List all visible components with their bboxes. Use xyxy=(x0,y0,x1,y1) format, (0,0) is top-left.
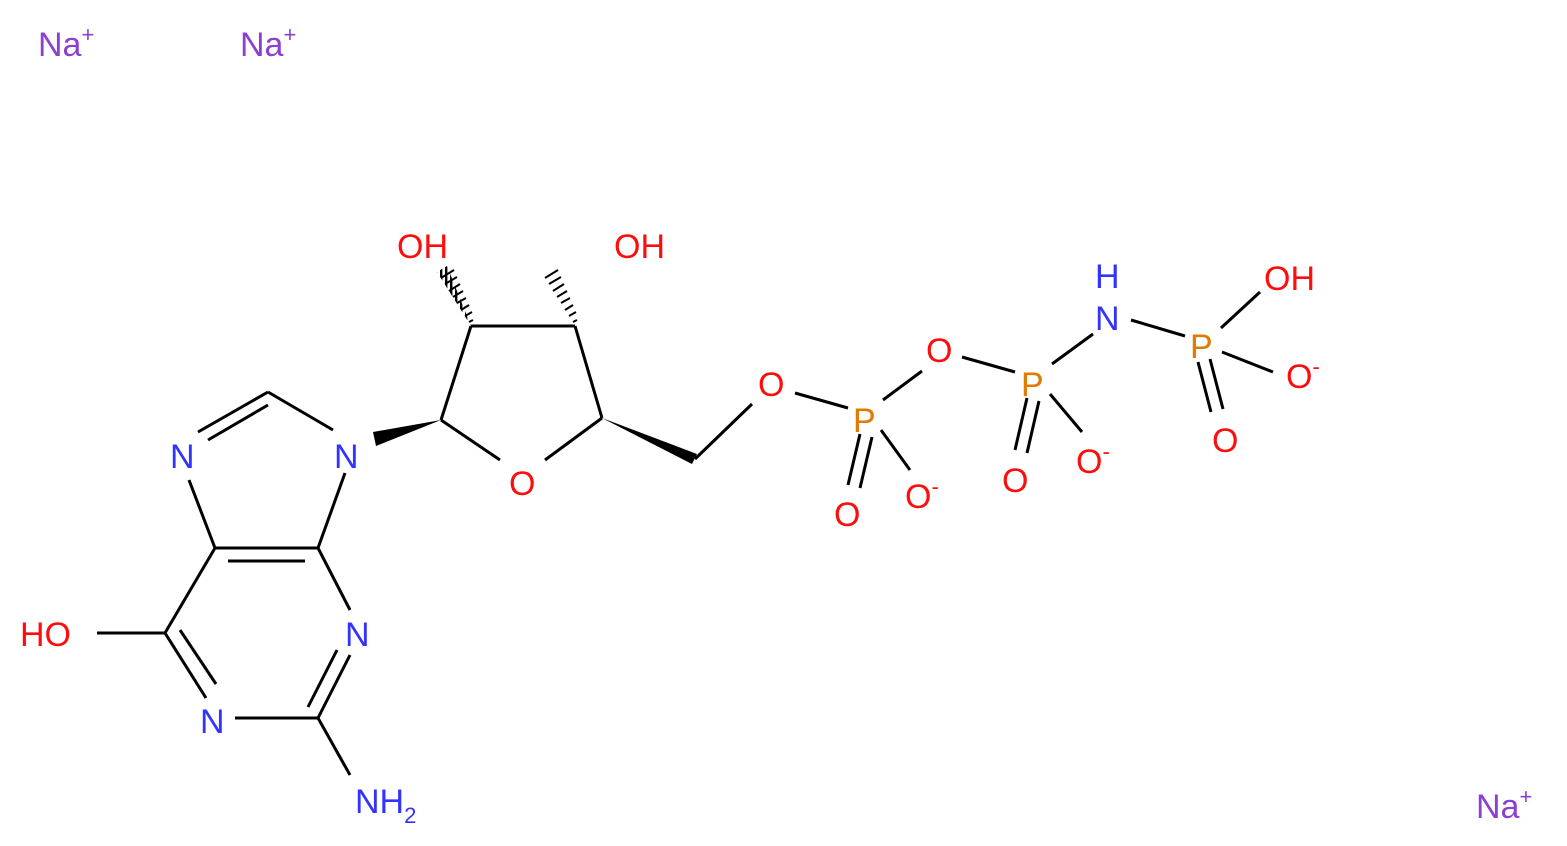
bond-n1-c6-b xyxy=(178,629,218,685)
ribose-ring-oxygen: O xyxy=(509,465,535,503)
purine-c6-hydroxyl: HO xyxy=(20,616,71,654)
bridge-oxygen: O xyxy=(926,332,952,370)
bond-n7-c5 xyxy=(187,479,217,549)
bond-c5-esterO xyxy=(693,402,754,461)
wedge-c4-c5 xyxy=(602,418,697,464)
sodium-ion-2: Na+ xyxy=(240,22,296,64)
bond-Pbeta-Ominus xyxy=(1048,393,1084,433)
bond-Pbeta-NH xyxy=(1051,332,1094,366)
sodium-ion-3: Na+ xyxy=(1476,784,1532,826)
bond-c8-n7-a xyxy=(197,390,269,434)
bond-n3-c2-a xyxy=(316,654,352,719)
bond-esterO-Palpha xyxy=(794,391,849,410)
purine-n1: N xyxy=(200,703,225,741)
imido-nitrogen-hydrogen: H xyxy=(1095,258,1120,296)
phosphorus-gamma: P xyxy=(1190,328,1213,366)
wedge-c1-n9 xyxy=(373,420,441,446)
hash-wedge-c2-oh-lines xyxy=(440,269,474,323)
phosphorus-alpha-oxide: O- xyxy=(905,474,939,516)
phosphorus-beta: P xyxy=(1021,366,1044,404)
phosphorus-gamma-double-oxygen: O xyxy=(1212,422,1238,460)
phosphorus-alpha-double-oxygen: O xyxy=(834,496,860,534)
bond-ringO-c4 xyxy=(544,416,603,462)
amino-group: NH2 xyxy=(355,783,416,828)
bond-Pbeta-dblO-b xyxy=(1025,400,1041,454)
bond-c4-c3 xyxy=(573,325,604,419)
phosphorus-beta-double-oxygen: O xyxy=(1002,462,1028,500)
hash-wedge-c3-oh-lines xyxy=(544,269,578,323)
bond-n9-c4 xyxy=(316,472,347,549)
sodium-ion-1: Na+ xyxy=(38,22,94,64)
phosphorus-gamma-hydroxyl: OH xyxy=(1264,260,1315,298)
bond-Palpha-Ominus xyxy=(879,429,912,471)
purine-n9: N xyxy=(334,438,359,476)
bonds xyxy=(97,266,1274,776)
ribose-c2-hydroxyl: OH xyxy=(397,228,448,266)
bond-c8-n7-b xyxy=(207,403,269,442)
phosphorus-beta-oxide: O- xyxy=(1076,439,1110,481)
bond-Palpha-dblO-a xyxy=(846,433,862,486)
bond-bridgeO-Pbeta xyxy=(961,355,1016,374)
bond-Pgamma-dblO-a xyxy=(1196,361,1213,413)
bond-c2-nh2 xyxy=(316,717,352,776)
bond-Palpha-bridgeO xyxy=(882,369,923,402)
ester-oxygen: O xyxy=(758,366,784,404)
bond-Pbeta-dblO-a xyxy=(1013,397,1029,451)
phosphorus-alpha: P xyxy=(853,402,876,440)
ribose-c3-hydroxyl: OH xyxy=(614,228,665,266)
imido-nitrogen: N xyxy=(1095,300,1120,338)
bond-Pgamma-dblO-b xyxy=(1208,358,1225,410)
bond-c1-ringO xyxy=(440,418,501,462)
bond-Palpha-dblO-b xyxy=(858,436,874,489)
bond-n3-c2-b xyxy=(306,649,339,708)
bond-n1-c6-a xyxy=(163,632,208,699)
bond-c6-c5 xyxy=(163,547,217,634)
purine-n7: N xyxy=(170,438,195,476)
bond-n9-c8 xyxy=(267,390,334,432)
bond-c2-c1 xyxy=(439,325,473,421)
phosphorus-gamma-oxide: O- xyxy=(1286,354,1320,396)
bond-Pgamma-Ominus xyxy=(1221,350,1274,374)
bond-NH-Pgamma xyxy=(1130,318,1186,338)
purine-n3: N xyxy=(345,616,370,654)
bond-c4-n3 xyxy=(316,547,352,611)
bond-Pgamma-OH xyxy=(1219,290,1262,330)
atom-labels: Na+ Na+ Na+ OH OH O O O P O O- P O O- H … xyxy=(20,22,1532,828)
